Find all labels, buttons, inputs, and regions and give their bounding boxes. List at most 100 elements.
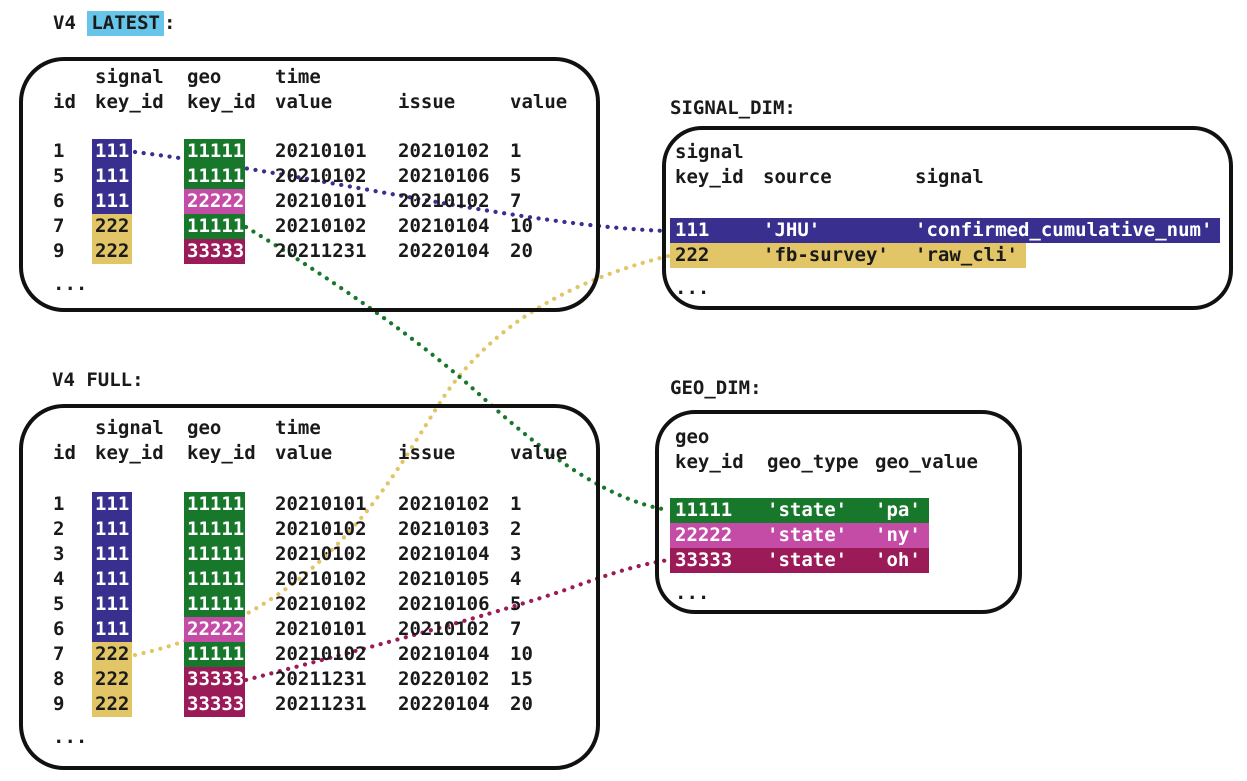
table-row: 5 111 11111 20210102 20210106 5 [53, 592, 596, 617]
geo-key-cell: 22222 [184, 189, 245, 214]
v4-latest-label-suffix: : [163, 12, 176, 34]
cell-signal: 'confirmed_cumulative_num' [915, 219, 1213, 241]
cell-value: 1 [510, 140, 522, 162]
cell-value: 10 [510, 215, 533, 237]
cell-value: 1 [510, 493, 522, 515]
col-header-signal: signal [95, 417, 164, 439]
signal-key-cell: 222 [92, 692, 132, 717]
col-header-time: time [275, 417, 321, 439]
col-header: signal [675, 141, 744, 163]
col-header-issue: issue [398, 91, 456, 113]
cell-geo-type: 'state' [767, 499, 848, 521]
col-header-value: value [510, 91, 568, 113]
v4-latest-label: V4 LATEST: [53, 11, 176, 36]
signal-key-cell: 111 [92, 139, 132, 164]
geo-key-cell: 33333 [184, 692, 245, 717]
ellipsis-row: ... [675, 582, 710, 604]
col-header: geo_type [767, 451, 859, 473]
signal-key-cell: 111 [92, 567, 132, 592]
v4-latest-table: signal geo time id key_id key_id value i… [19, 57, 600, 312]
cell-value: 20 [510, 693, 533, 715]
col-header-geo-keyid: key_id [187, 91, 256, 113]
cell-issue: 20220104 [398, 693, 490, 715]
signal-key-cell: 111 [92, 592, 132, 617]
cell-id: 9 [53, 240, 65, 262]
geo-key-cell: 22222 [184, 617, 245, 642]
geo-key-cell: 11111 [184, 567, 245, 592]
ellipsis-row: ... [53, 273, 88, 295]
header-row: geo [675, 425, 1018, 450]
header-row: signal [675, 140, 1229, 165]
cell-issue: 20210104 [398, 215, 490, 237]
col-header: key_id [675, 451, 744, 473]
col-header-signal: signal [95, 66, 164, 88]
geo-key-cell: 11111 [184, 642, 245, 667]
cell-value: 4 [510, 568, 522, 590]
col-header: geo_value [875, 451, 978, 473]
cell-geo-type: 'state' [767, 524, 848, 546]
ellipsis-row: ... [53, 726, 88, 748]
table-row: 6 111 22222 20210101 20210102 7 [53, 189, 596, 214]
col-header-geo: geo [187, 66, 222, 88]
table-row: 9 222 33333 20211231 20220104 20 [53, 692, 596, 717]
cell-time-value: 20210101 [275, 140, 367, 162]
cell-id: 1 [53, 493, 65, 515]
signal-key-cell: 222 [92, 642, 132, 667]
table-row: 7 222 11111 20210102 20210104 10 [53, 214, 596, 239]
geo-key-cell: 11111 [184, 492, 245, 517]
cell-issue: 20220104 [398, 240, 490, 262]
signal-key-cell: 111 [92, 617, 132, 642]
ellipsis-row: ... [675, 277, 710, 299]
cell-time-value: 20210102 [275, 165, 367, 187]
cell-time-value: 20210102 [275, 215, 367, 237]
col-header: key_id [675, 166, 744, 188]
cell-value: 15 [510, 668, 533, 690]
header-row: id key_id key_id value issue value [53, 441, 596, 466]
table-row: 6 111 22222 20210101 20210102 7 [53, 617, 596, 642]
cell-time-value: 20210101 [275, 618, 367, 640]
cell-issue: 20210103 [398, 518, 490, 540]
cell-time-value: 20211231 [275, 668, 367, 690]
table-row: 4 111 11111 20210102 20210105 4 [53, 567, 596, 592]
cell-signal-key-id: 111 [675, 219, 710, 241]
cell-id: 3 [53, 543, 65, 565]
col-header-signal-keyid: key_id [95, 91, 164, 113]
connector-line-33333 [243, 557, 671, 683]
table-row: 11111'state''pa' [670, 498, 929, 523]
col-header-value: value [510, 442, 568, 464]
col-header: source [763, 166, 832, 188]
cell-id: 6 [53, 618, 65, 640]
cell-id: 7 [53, 215, 65, 237]
cell-geo-value: 'oh' [875, 549, 921, 571]
col-header: geo [675, 426, 710, 448]
v4-latest-label-prefix: V4 [53, 12, 88, 34]
table-row: 1 111 11111 20210101 20210102 1 [53, 139, 596, 164]
table-row: 9 222 33333 20211231 20220104 20 [53, 239, 596, 264]
signal-key-cell: 111 [92, 492, 132, 517]
table-row: 222'fb-survey''raw_cli' [670, 243, 1026, 268]
cell-value: 3 [510, 543, 522, 565]
cell-value: 2 [510, 518, 522, 540]
table-row: 22222'state''ny' [670, 523, 929, 548]
col-header-geo-keyid: key_id [187, 442, 256, 464]
geo-key-cell: 11111 [184, 214, 245, 239]
v4-full-table: signal geo time id key_id key_id value i… [19, 404, 600, 770]
cell-geo-type: 'state' [767, 549, 848, 571]
cell-issue: 20210105 [398, 568, 490, 590]
cell-source: 'fb-survey' [763, 244, 889, 266]
col-header-id: id [53, 91, 76, 113]
signal-key-cell: 111 [92, 542, 132, 567]
signal-key-cell: 222 [92, 214, 132, 239]
geo-key-cell: 11111 [184, 542, 245, 567]
header-row: id key_id key_id value issue value [53, 90, 596, 115]
cell-value: 5 [510, 165, 522, 187]
cell-issue: 20210106 [398, 165, 490, 187]
geo-key-cell: 11111 [184, 517, 245, 542]
cell-id: 8 [53, 668, 65, 690]
cell-geo-key-id: 11111 [675, 499, 733, 521]
signal-key-cell: 222 [92, 239, 132, 264]
col-header: signal [915, 166, 984, 188]
table-row: 3 111 11111 20210102 20210104 3 [53, 542, 596, 567]
col-header-geo: geo [187, 417, 222, 439]
